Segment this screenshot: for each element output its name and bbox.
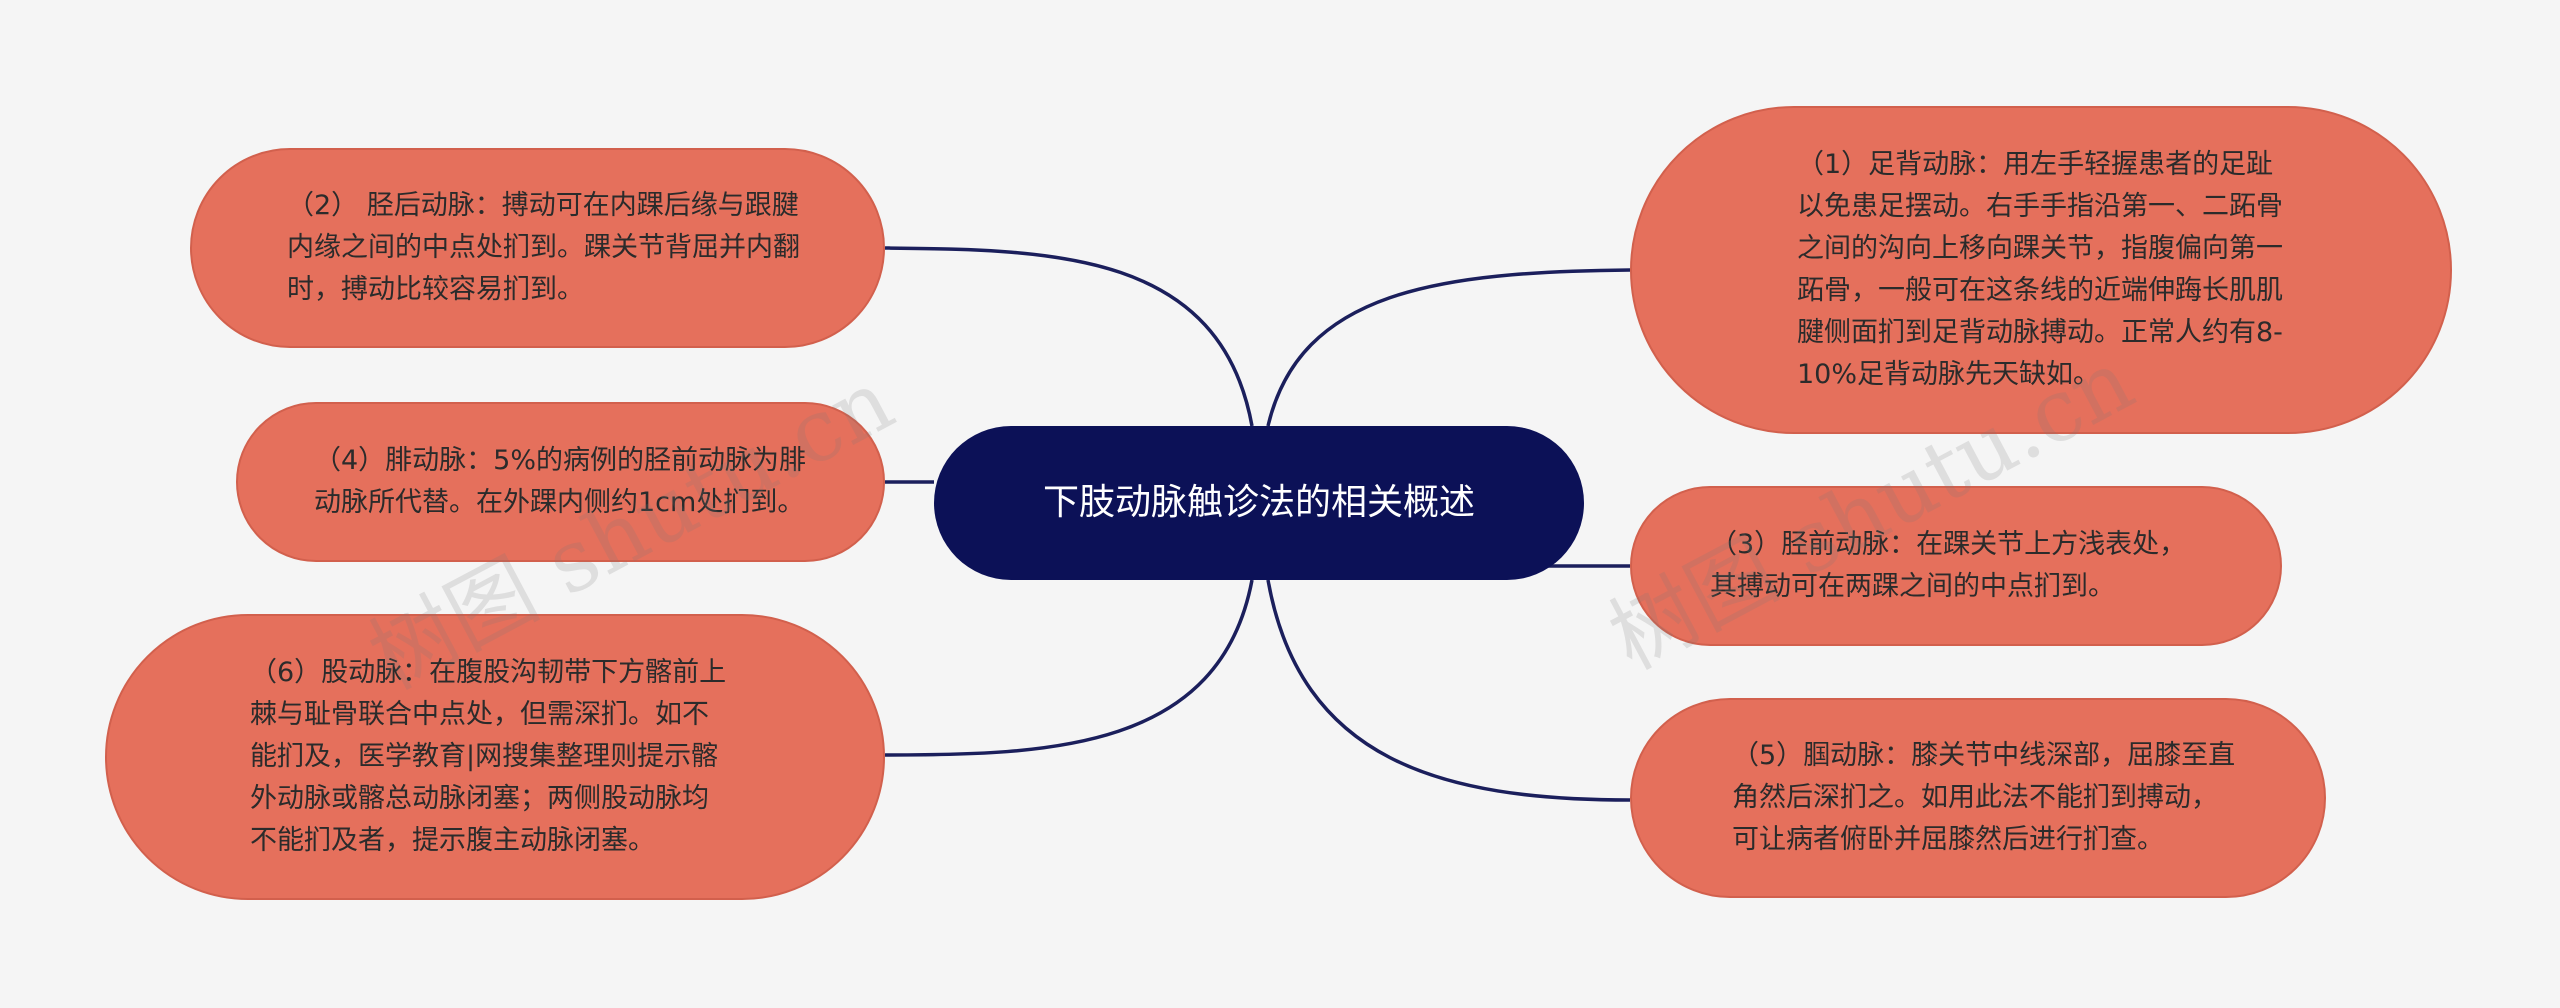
central-topic-label: 下肢动脉触诊法的相关概述 [1042,482,1475,523]
connector-n6 [884,579,1254,757]
node-anterior-tibial-artery[interactable]: （3）胫前动脉：在踝关节上方浅表处，其搏动可在两踝之间的中点扪到。 [1630,486,2282,646]
connector-n2 [884,246,1254,427]
node-dorsalis-pedis-artery[interactable]: （1）足背动脉：用左手轻握患者的足趾以免患足摆动。右手手指沿第一、二跖骨之间的沟… [1630,106,2452,434]
node-text: （5）腘动脉：膝关节中线深部，屈膝至直角然后深扪之。如用此法不能扪到搏动，可让病… [1732,740,2236,855]
node-femoral-artery[interactable]: （6）股动脉：在腹股沟韧带下方髂前上棘与耻骨联合中点处，但需深扪。如不能扪及，医… [105,614,885,900]
node-popliteal-artery[interactable]: （5）腘动脉：膝关节中线深部，屈膝至直角然后深扪之。如用此法不能扪到搏动，可让病… [1630,698,2326,898]
node-peroneal-artery[interactable]: （4）腓动脉：5%的病例的胫前动脉为腓动脉所代替。在外踝内侧约1cm处扪到。 [236,402,885,562]
node-text: （1）足背动脉：用左手轻握患者的足趾以免患足摆动。右手手指沿第一、二跖骨之间的沟… [1797,149,2283,390]
connector-n1 [1266,268,1631,427]
node-text: （6）股动脉：在腹股沟韧带下方髂前上棘与耻骨联合中点处，但需深扪。如不能扪及，医… [250,657,727,856]
node-text: （2） 胫后动脉：搏动可在内踝后缘与跟腱内缘之间的中点处扪到。踝关节背屈并内翻时… [287,190,800,305]
central-topic[interactable]: 下肢动脉触诊法的相关概述 [934,426,1584,580]
node-text: （4）腓动脉：5%的病例的胫前动脉为腓动脉所代替。在外踝内侧约1cm处扪到。 [314,445,807,518]
node-posterior-tibial-artery[interactable]: （2） 胫后动脉：搏动可在内踝后缘与跟腱内缘之间的中点处扪到。踝关节背屈并内翻时… [190,148,885,348]
node-text: （3）胫前动脉：在踝关节上方浅表处，其搏动可在两踝之间的中点扪到。 [1710,529,2187,602]
connector-n5 [1266,579,1631,802]
